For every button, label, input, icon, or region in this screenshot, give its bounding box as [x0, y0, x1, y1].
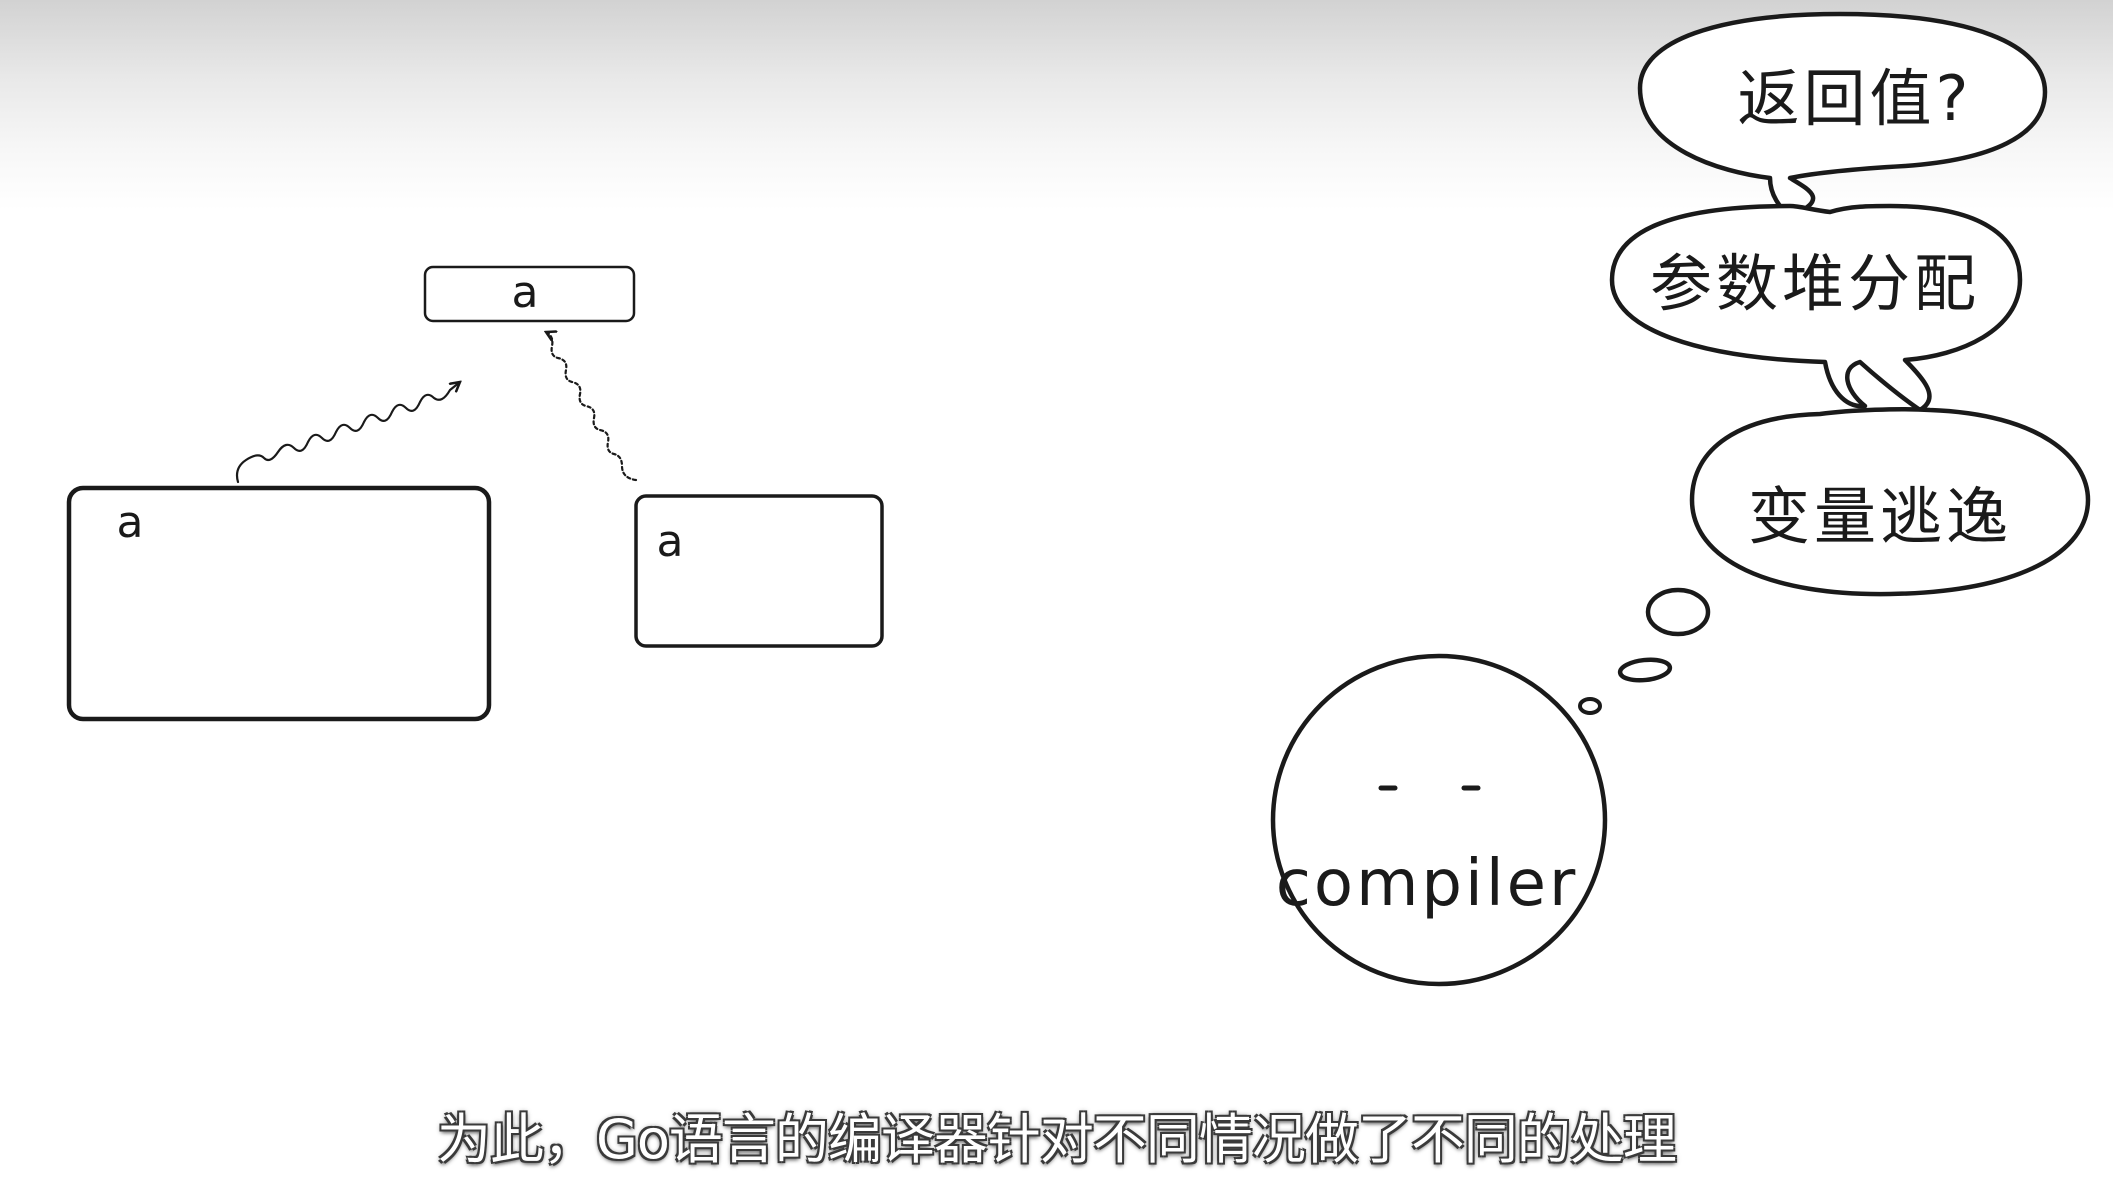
- right-box-label: a: [657, 516, 684, 567]
- video-subtitle: 为此，Go语言的编译器针对不同情况做了不同的处理: [437, 1108, 1677, 1171]
- bubble-1-text: 返回值?: [1738, 62, 1973, 135]
- bubble-3-text: 变量逃逸: [1748, 480, 2012, 553]
- top-variable-box: a: [423, 265, 636, 323]
- thought-bubble-variable-escape: 变量逃逸: [1689, 406, 2091, 597]
- thought-dot-large: [1645, 587, 1711, 637]
- left-variable-box: a: [66, 485, 492, 722]
- thought-dot-small: [1578, 697, 1602, 715]
- thought-bubble-return-value: 返回值?: [1637, 11, 2048, 219]
- right-variable-box: a: [634, 494, 884, 648]
- top-box-label: a: [512, 267, 539, 318]
- compiler-character: compiler: [1270, 653, 1608, 987]
- right-to-top-arrow: [546, 332, 638, 482]
- left-to-top-arrow: [235, 382, 460, 484]
- thought-bubble-param-heap: 参数堆分配: [1609, 203, 2023, 413]
- thought-dot-medium: [1617, 657, 1673, 683]
- compiler-label: compiler: [1276, 847, 1579, 921]
- bubble-2-text: 参数堆分配: [1650, 247, 1980, 320]
- left-box-label: a: [117, 497, 144, 548]
